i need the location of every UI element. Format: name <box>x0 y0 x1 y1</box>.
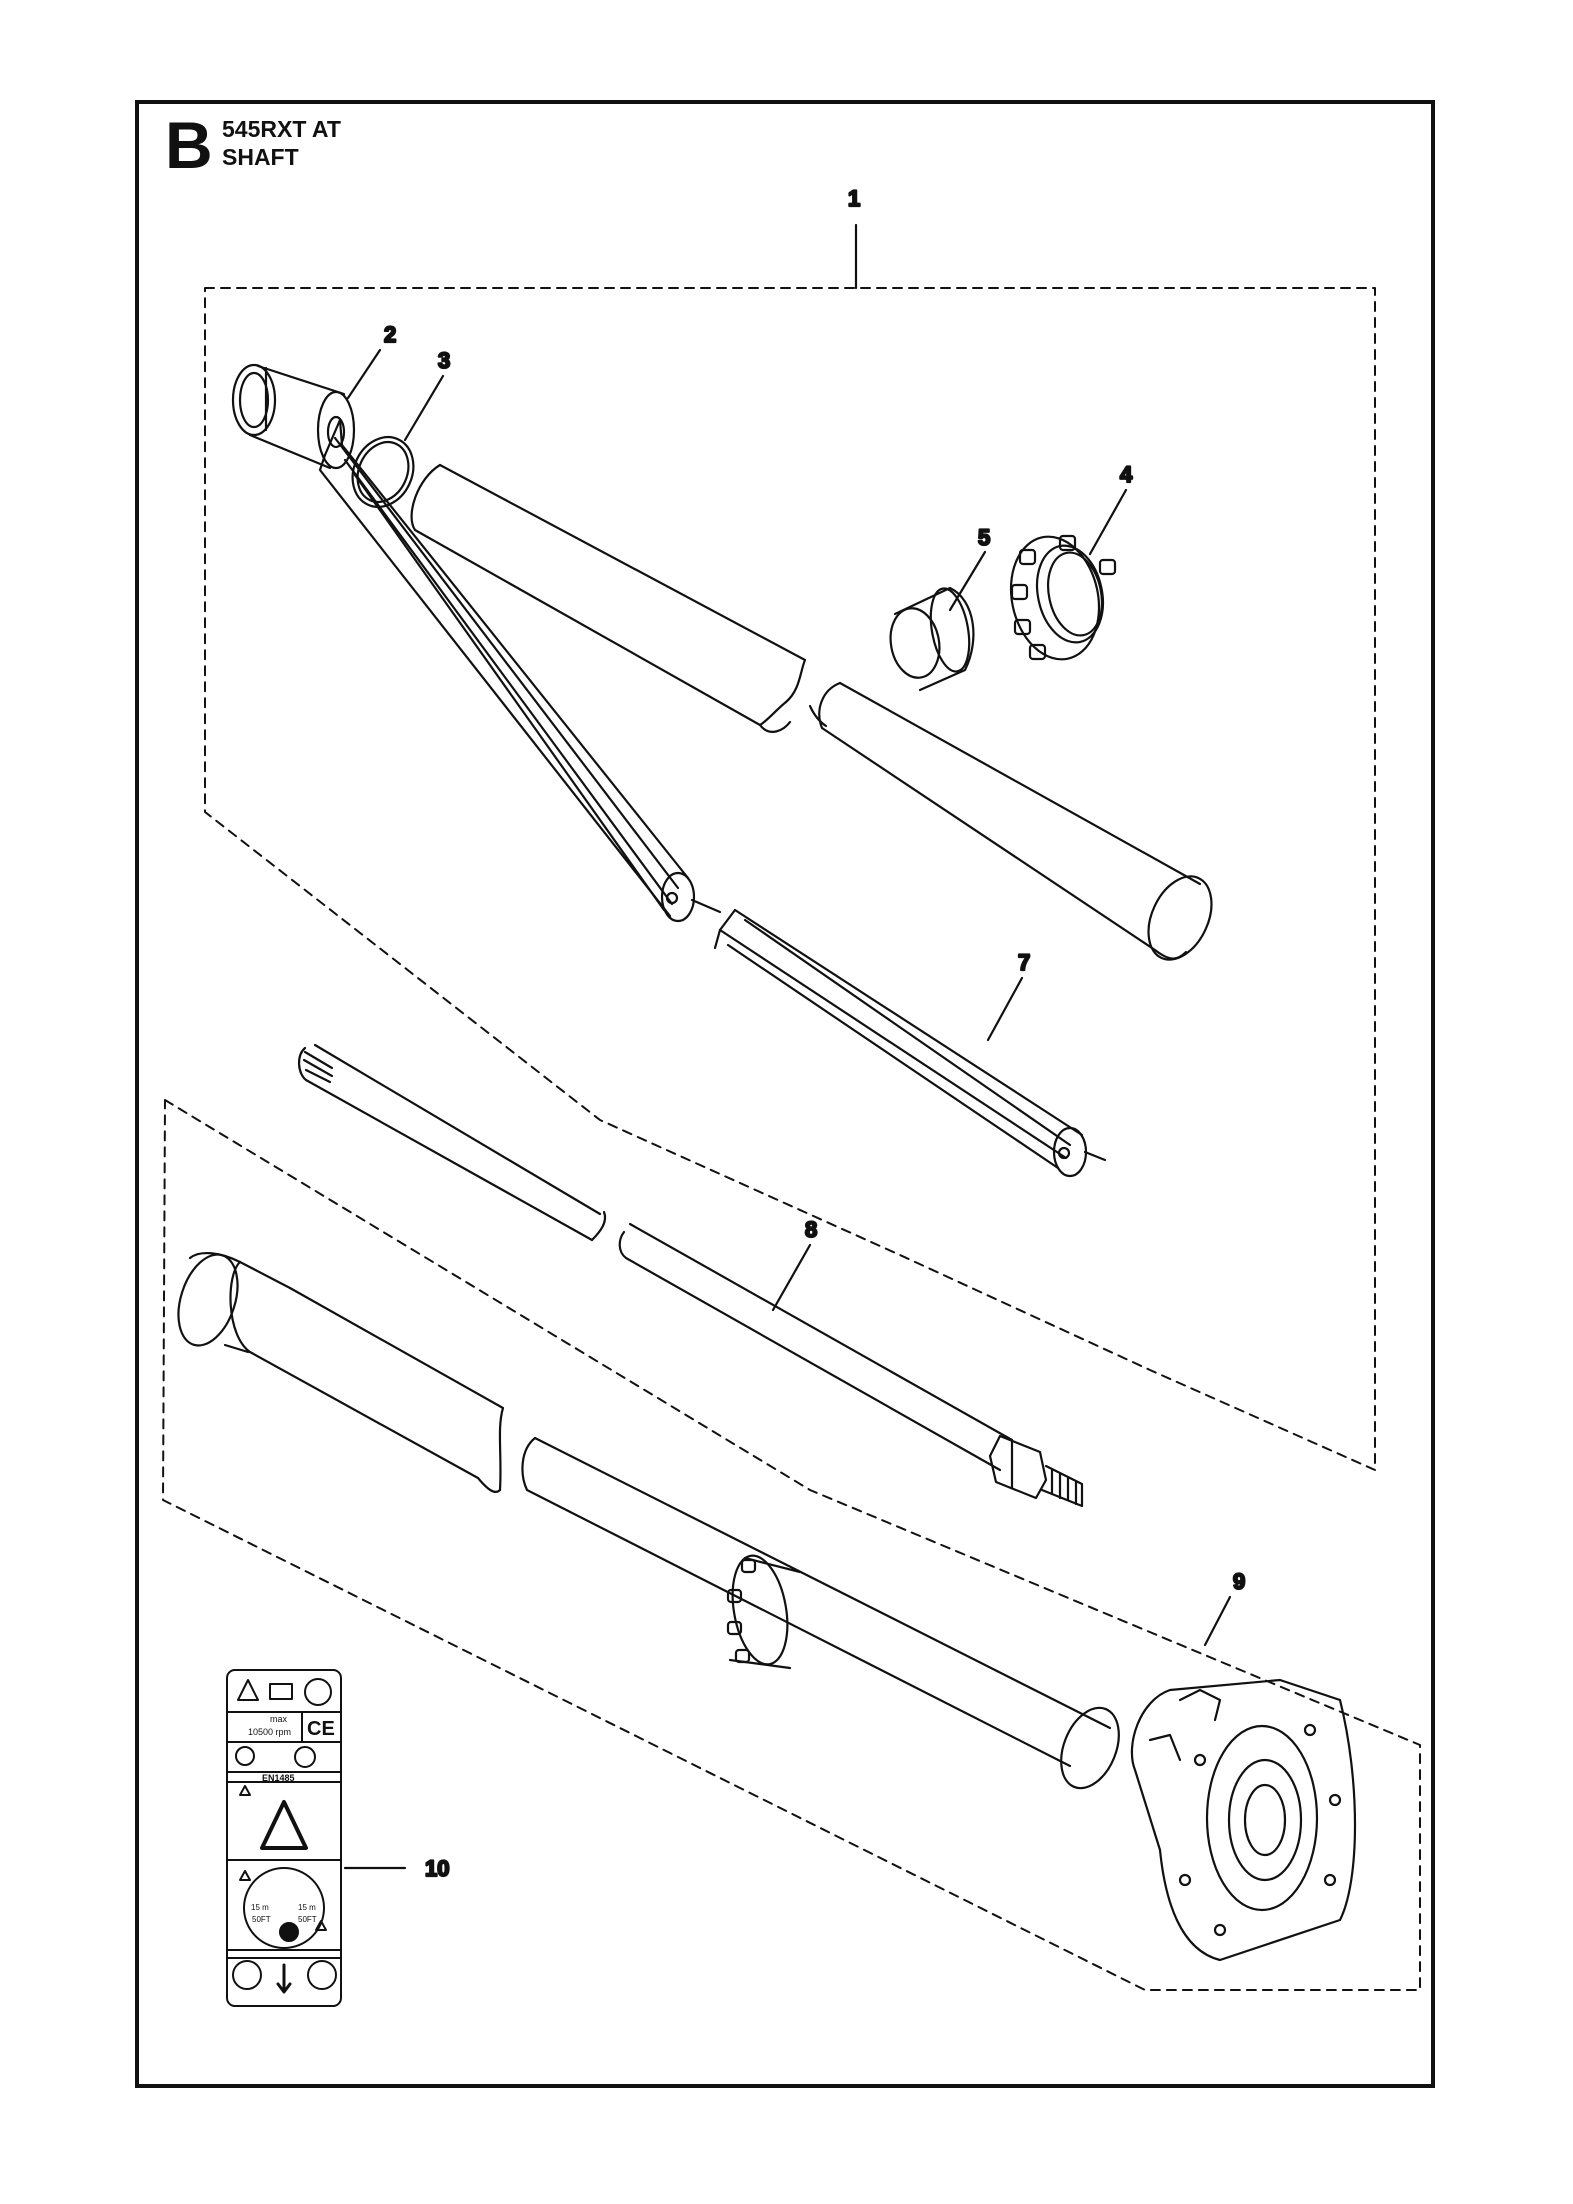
decal-distance-right: 15 m <box>298 1903 316 1912</box>
callout-1: 1 <box>848 186 860 211</box>
main-tube <box>410 463 1213 961</box>
section-letter: B <box>165 108 213 182</box>
callout-10: 10 <box>425 1856 449 1881</box>
callout-5: 5 <box>978 525 990 550</box>
decal-distance-left-ft: 50FT <box>252 1915 271 1924</box>
callout-4: 4 <box>1120 462 1133 487</box>
gear-housing <box>1130 1678 1357 1962</box>
callout-2: 2 <box>384 322 396 347</box>
assembly-1-outline <box>204 287 1376 1471</box>
decal-distance-left: 15 m <box>251 1903 269 1912</box>
callout-7-leader <box>986 976 1024 1042</box>
part-5-sleeve <box>889 586 975 692</box>
part-9-lower-tube <box>177 1252 1120 1790</box>
part-3-o-ring <box>351 436 415 508</box>
drawing-frame <box>135 100 1435 2088</box>
callout-4-leader <box>1088 488 1128 556</box>
part-8-drive-shaft <box>298 1043 1084 1508</box>
part-2-end-cap <box>231 363 356 470</box>
decal-distance-right-ft: 50FT <box>298 1915 317 1924</box>
callout-3: 3 <box>438 348 450 373</box>
part-10-warning-decal <box>226 1669 342 2007</box>
callout-2-leader <box>346 348 382 400</box>
part-4-clamp-nut <box>1009 534 1117 661</box>
decal-standard: EN1485 <box>262 1773 295 1783</box>
callout-8: 8 <box>805 1217 817 1242</box>
decal-ce-mark: CE <box>307 1718 335 1740</box>
decal-rpm-value: 10500 rpm <box>248 1727 291 1737</box>
part-7-liner-lower <box>713 908 1107 1178</box>
callout-9: 9 <box>1233 1569 1245 1594</box>
part-7-liner-upper <box>318 418 722 923</box>
decal-rpm-max: max <box>270 1714 288 1724</box>
assembly-9-outline <box>162 1099 1421 1991</box>
callout-9-leader <box>1203 1595 1232 1647</box>
callout-3-leader <box>403 374 445 442</box>
model-title: 545RXT AT <box>222 116 341 142</box>
section-title: SHAFT <box>222 144 299 170</box>
callout-8-leader <box>771 1243 812 1312</box>
callout-7: 7 <box>1018 950 1030 975</box>
callout-5-leader <box>948 550 987 612</box>
